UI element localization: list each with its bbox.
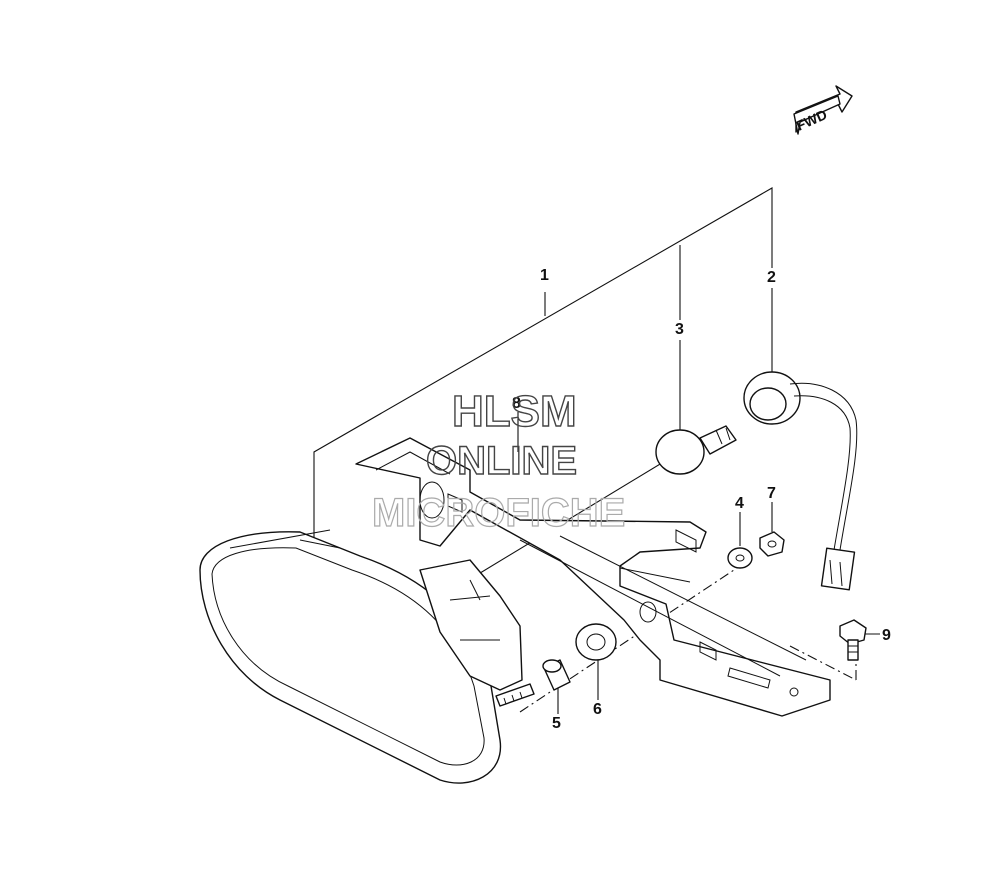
grommet-part xyxy=(575,623,617,661)
callout-9: 9 xyxy=(882,627,891,644)
watermark-line-1: HLSM xyxy=(452,387,577,436)
collar-part xyxy=(542,659,571,691)
watermark: HLSM ONLINE MICROFICHE xyxy=(371,386,626,535)
watermark-line-2: ONLINE xyxy=(426,439,577,483)
forward-arrow-icon: FWD xyxy=(793,85,853,135)
callout-3: 3 xyxy=(675,321,684,338)
leader-lines xyxy=(313,187,880,714)
nut-part xyxy=(759,531,785,557)
bolt-part xyxy=(839,619,867,661)
callout-2: 2 xyxy=(767,269,776,286)
callout-4: 4 xyxy=(735,495,744,512)
washer-part xyxy=(727,547,753,569)
bracket-part xyxy=(355,437,831,717)
watermark-line-3: MICROFICHE xyxy=(372,491,625,535)
bulb-part xyxy=(655,425,737,475)
tail-lamp-part xyxy=(199,529,535,784)
callout-5: 5 xyxy=(552,715,561,732)
callout-6: 6 xyxy=(593,701,602,718)
callout-7: 7 xyxy=(767,485,776,502)
callout-8: 8 xyxy=(512,395,521,412)
callout-1: 1 xyxy=(540,267,549,284)
callout-labels: 1 2 3 4 5 6 7 8 9 xyxy=(512,267,891,732)
socket-harness-part xyxy=(743,371,858,591)
